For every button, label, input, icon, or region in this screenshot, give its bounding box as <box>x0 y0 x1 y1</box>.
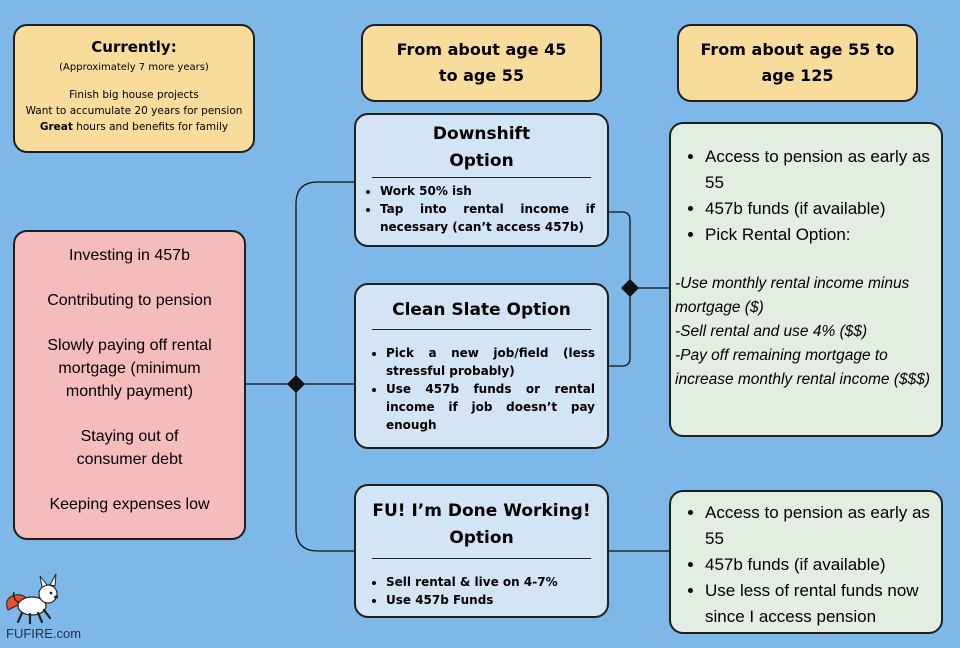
clean-slate-option-title: Clean Slate Option <box>392 300 571 320</box>
current-action: Slowly paying off rental mortgage (minim… <box>47 337 212 400</box>
outcome-item: 457b funds (if available) <box>705 552 933 578</box>
current-action: Staying out of consumer debt <box>76 428 183 468</box>
rental-option: -Use monthly rental income minus mortgag… <box>675 275 910 316</box>
divider <box>372 177 591 178</box>
divider <box>372 558 591 559</box>
junction-diamond-left <box>287 375 305 393</box>
junction-diamond-right <box>621 279 639 297</box>
current-line: Great hours and benefits for family <box>39 121 229 133</box>
option-item: Tap into rental income if necessary (can… <box>380 200 595 236</box>
current-actions-box: Investing in 457b Contributing to pensio… <box>13 230 246 540</box>
outcome-item: Pick Rental Option: <box>705 222 933 248</box>
current-phase-box: Currently: (Approximately 7 more years) … <box>13 24 255 153</box>
option-item: Work 50% ish <box>380 182 595 200</box>
outcome-bottom-box: Access to pension as early as 55 457b fu… <box>669 490 943 634</box>
rental-option: -Pay off remaining mortgage to increase … <box>675 347 931 388</box>
option-item: Use 457b Funds <box>386 591 595 609</box>
current-line: Finish big house projects <box>69 89 199 101</box>
fu-done-working-option-box: FU! I’m Done Working! Option Sell rental… <box>354 484 609 618</box>
fufire-logo-text: FUFIRE.com <box>6 626 82 641</box>
option-item: Use 457b funds or rental income if job d… <box>386 380 595 434</box>
dog-mascot-icon <box>6 573 58 625</box>
downshift-option-title: Downshift Option <box>432 124 531 171</box>
option-item: Sell rental & live on 4-7% <box>386 573 595 591</box>
outcome-item: Use less of rental funds now since I acc… <box>705 578 933 630</box>
outcome-top-box: Access to pension as early as 55 457b fu… <box>669 122 943 437</box>
rental-option: -Sell rental and use 4% ($$) <box>675 323 868 340</box>
current-subtitle: (Approximately 7 more years) <box>59 62 209 73</box>
divider <box>372 329 591 330</box>
outcome-item: Access to pension as early as 55 <box>705 500 933 552</box>
clean-slate-option-box: Clean Slate Option Pick a new job/field … <box>354 283 609 449</box>
outcome-item: 457b funds (if available) <box>705 196 933 222</box>
age-45-55-header: From about age 45 to age 55 <box>361 24 602 102</box>
downshift-option-box: Downshift Option Work 50% ish Tap into r… <box>354 113 609 247</box>
current-line: Want to accumulate 20 years for pension <box>25 105 243 117</box>
fu-option-title: FU! I’m Done Working! Option <box>372 501 591 548</box>
current-action: Contributing to pension <box>47 292 212 309</box>
age-55-125-header: From about age 55 to age 125 <box>677 24 918 102</box>
option-item: Pick a new job/field (less stressful pro… <box>386 344 595 380</box>
current-action: Keeping expenses low <box>49 496 210 513</box>
current-title: Currently: <box>91 38 177 56</box>
current-action: Investing in 457b <box>69 247 190 264</box>
outcome-item: Access to pension as early as 55 <box>705 144 933 196</box>
